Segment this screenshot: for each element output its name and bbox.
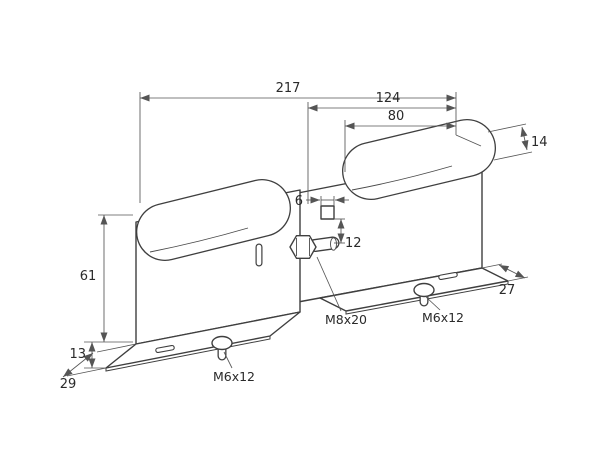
bracket-part bbox=[105, 119, 509, 372]
dim-line-29 bbox=[62, 352, 94, 378]
carriage-square-detail bbox=[320, 205, 335, 220]
dim-80-label: 80 bbox=[388, 109, 405, 124]
dim-line-27 bbox=[498, 264, 526, 279]
dim-29-label: 29 bbox=[60, 377, 77, 392]
left-rolled-saddle-fill bbox=[137, 180, 290, 260]
right-flange-slot-inner bbox=[439, 273, 457, 279]
ext-line-top-right-connector bbox=[455, 134, 482, 147]
bolt-m6x12-bottom-label: M6x12 bbox=[213, 369, 255, 384]
ext-line-14-top bbox=[487, 123, 527, 133]
dim-61-label: 61 bbox=[80, 269, 97, 284]
dim-124-label: 124 bbox=[376, 91, 401, 106]
right-rolled-saddle-fill bbox=[343, 120, 495, 199]
dim-14-label: 14 bbox=[531, 135, 548, 150]
dim-line-14 bbox=[520, 126, 529, 151]
bolt-m8x20-label: M8x20 bbox=[325, 312, 367, 327]
right-saddle-contour-line bbox=[351, 165, 453, 191]
dim-13-label: 13 bbox=[69, 347, 86, 362]
dimension-annotations bbox=[62, 92, 533, 378]
bottom-bolt-head bbox=[211, 335, 233, 351]
dim-217-label: 217 bbox=[276, 81, 301, 96]
ext-line-27-inner bbox=[481, 263, 503, 269]
center-bolt-shank-end bbox=[330, 237, 337, 251]
dim-12-label: 12 bbox=[345, 236, 362, 251]
right-bolt-head bbox=[413, 282, 435, 298]
ext-line-29-inner bbox=[96, 343, 137, 353]
dimension-labels: 217 124 80 14 61 13 29 27 6 12 M8x20 M6x… bbox=[60, 81, 548, 392]
center-bolt-hex-head bbox=[289, 234, 317, 259]
dim-27-label: 27 bbox=[499, 283, 516, 298]
ext-line-14-bottom bbox=[493, 151, 533, 161]
center-bolt-shank-inner bbox=[309, 237, 339, 251]
left-saddle-contour-line bbox=[149, 227, 249, 253]
leader-m6x12-bottom bbox=[223, 351, 233, 369]
bolt-m6x12-right-label: M6x12 bbox=[422, 310, 464, 325]
left-flange-slot-inner bbox=[156, 346, 174, 352]
leader-m6x12-right bbox=[425, 296, 441, 311]
left-flange-thickness-edge bbox=[105, 336, 271, 372]
dim-6-label: 6 bbox=[295, 194, 303, 209]
leader-m8x20 bbox=[316, 256, 342, 312]
